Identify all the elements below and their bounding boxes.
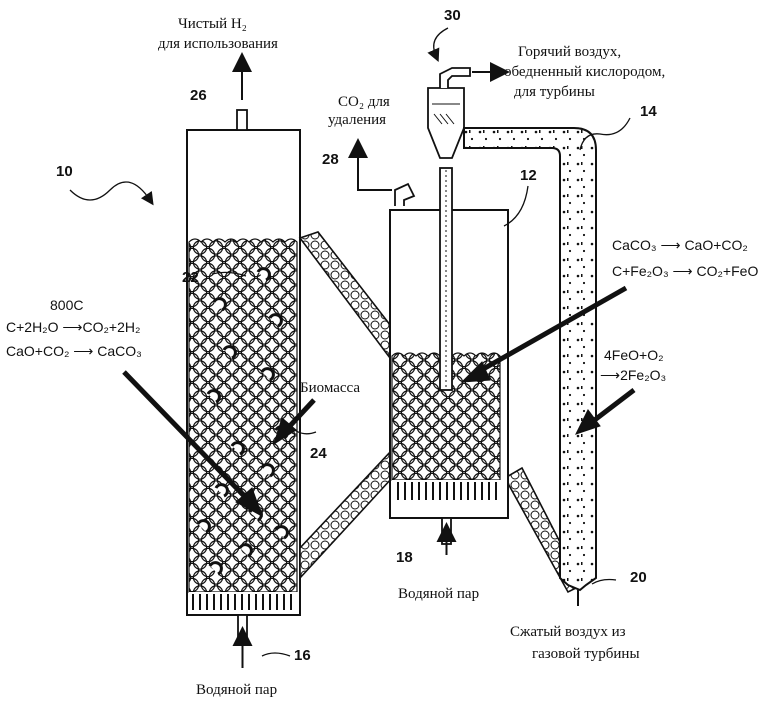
ref-12: 12 — [520, 167, 537, 184]
ref-10: 10 — [56, 163, 73, 180]
pure-h2-label-line2: для использования — [158, 36, 278, 52]
cyclone-ref-leader — [427, 27, 449, 62]
leader-lines — [69, 117, 631, 657]
cyclone-gas-outlet — [439, 67, 471, 88]
ref-18: 18 — [396, 549, 413, 566]
co2-label-line1: CO₂ для — [338, 94, 390, 110]
left-equation-2: CaO+CO₂ ⟶ CaCO₃ — [6, 343, 142, 359]
riser-reaction-pointer — [590, 388, 636, 424]
center-steam-label: Водяной пар — [398, 586, 479, 602]
left-temperature: 800C — [50, 297, 83, 313]
left-grate-bars — [192, 594, 292, 610]
co2-label-line2: удаления — [328, 112, 386, 128]
hot-air-label-line3: для турбины — [514, 84, 595, 100]
lower-transfer-channel — [299, 447, 393, 581]
center-standpipe — [439, 167, 453, 391]
ref-26: 26 — [190, 87, 207, 104]
pointer-arrows — [122, 285, 636, 518]
ref-14: 14 — [640, 103, 657, 120]
h2-outlet-pipe — [236, 109, 248, 131]
pure-h2-label-line1: Чистый H₂ — [178, 16, 247, 32]
compressed-air-label-line1: Сжатый воздух из — [510, 624, 626, 640]
center-equation-2: C+Fe₂O₃ ⟶ CO₂+FeO — [612, 263, 758, 279]
hot-air-label-line2: обедненный кислородом, — [504, 64, 665, 80]
cyclone-body — [427, 87, 465, 159]
riser-equation-2: ⟶2Fe₂O₃ — [600, 367, 666, 383]
biomass-particles — [196, 267, 289, 576]
biomass-label: Биомасса — [300, 380, 360, 396]
co2-outlet-pipe — [394, 182, 416, 206]
left-reaction-pointer — [122, 370, 250, 502]
riser-tube — [463, 127, 597, 592]
hot-air-label-line1: Горячий воздух, — [518, 44, 621, 60]
center-grate — [392, 480, 506, 500]
center-reactor — [348, 138, 509, 555]
compressed-air-label-line2: газовой турбины — [532, 646, 640, 662]
ref-16: 16 — [294, 647, 311, 664]
center-equation-1: CaCO₃ ⟶ CaO+CO₂ — [612, 237, 748, 253]
ref-30: 30 — [444, 7, 461, 24]
cyclone — [427, 27, 510, 159]
left-reactor — [186, 52, 301, 668]
center-grate-bars — [397, 482, 497, 500]
riser-equation-1: 4FeO+O₂ — [604, 347, 664, 363]
left-grate — [189, 592, 298, 610]
ref-28: 28 — [322, 151, 339, 168]
left-steam-label: Водяной пар — [196, 682, 277, 698]
ref-22: 22 — [182, 269, 199, 286]
left-equation-1: C+2H₂O ⟶CO₂+2H₂ — [6, 319, 140, 335]
biomass-pointer — [286, 398, 316, 430]
ref-24: 24 — [310, 445, 327, 462]
ref-20: 20 — [630, 569, 647, 586]
riser — [463, 127, 597, 606]
co2-outlet-arrow — [348, 138, 392, 191]
left-bed-surface — [188, 238, 298, 593]
center-reaction-pointer — [476, 285, 628, 375]
